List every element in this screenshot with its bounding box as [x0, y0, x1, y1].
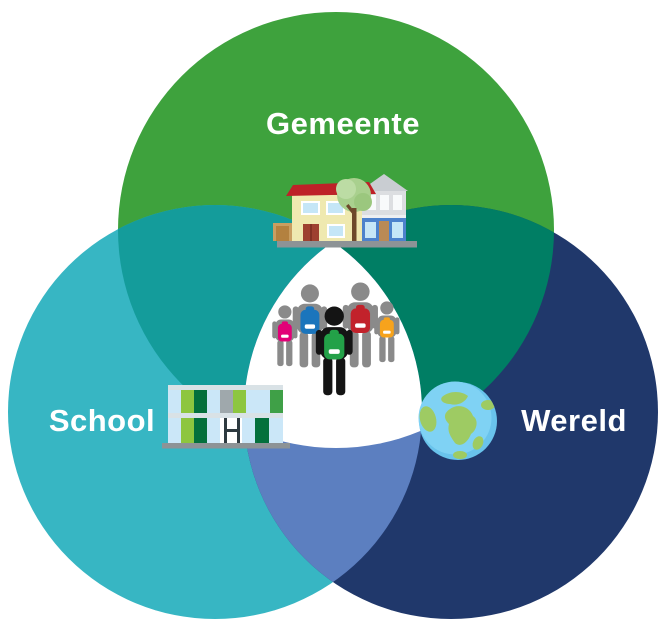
school-panel: [242, 418, 255, 443]
student-leg: [379, 336, 386, 363]
school-roof-strip: [168, 385, 283, 390]
house-window: [301, 201, 320, 215]
sidewalk: [277, 241, 417, 248]
student-leg: [362, 331, 371, 368]
school-panel: [270, 390, 283, 413]
school-panel: [246, 390, 258, 413]
backpack: [277, 323, 292, 342]
tree-branch: [346, 204, 357, 216]
backpack-strip: [304, 324, 316, 329]
backpack-strip: [281, 334, 289, 338]
backpack-strip: [328, 349, 340, 354]
student-head: [300, 284, 319, 303]
student-figure: [374, 301, 400, 363]
house-door-split: [310, 224, 312, 241]
student-leg: [388, 336, 395, 363]
student-leg: [336, 357, 346, 396]
school-panel: [194, 390, 207, 413]
globe-continent-east: [481, 400, 495, 410]
school-panel: [194, 418, 207, 443]
school-panel: [233, 390, 246, 413]
school-divider-strip: [168, 413, 283, 418]
garage-door: [276, 226, 289, 241]
student-leg: [323, 357, 333, 396]
globe-island-south: [453, 451, 467, 459]
school-panel: [168, 418, 181, 443]
student-head: [324, 306, 344, 326]
school-panel: [255, 418, 269, 443]
school-label: School: [49, 403, 155, 438]
shop-window: [393, 195, 402, 210]
shop-awning: [362, 215, 406, 218]
shop-roof: [360, 174, 408, 191]
shop-window: [380, 195, 389, 210]
globe-continent-africa: [444, 406, 477, 445]
backpack: [300, 309, 320, 334]
backpack: [324, 333, 345, 360]
student-head: [380, 301, 394, 315]
globe-island: [472, 436, 484, 450]
student-leg: [299, 332, 309, 368]
school-panel: [220, 390, 233, 413]
shop-display-window: [392, 222, 403, 238]
backpack: [350, 308, 371, 334]
backpack-strip: [355, 323, 366, 328]
school-panel: [181, 390, 194, 413]
globe-continent-europe: [441, 392, 468, 405]
house-street-icon: [273, 174, 417, 248]
school-panel: [258, 390, 270, 413]
school-panel: [207, 390, 220, 413]
student-head: [278, 305, 292, 319]
globe-continent-west: [419, 406, 437, 432]
school-panel: [168, 390, 181, 413]
student-leg: [286, 340, 293, 367]
student-figure: [315, 306, 353, 396]
school-door-frame: [224, 429, 240, 432]
shop-door: [379, 221, 389, 241]
gemeente-label: Gemeente: [266, 106, 420, 141]
house-window: [327, 224, 345, 238]
wereld-label: Wereld: [521, 403, 627, 438]
shop-display-window: [365, 222, 376, 238]
student-figure: [272, 305, 298, 367]
school-panel: [181, 418, 194, 443]
tree-foliage: [336, 179, 356, 199]
school-panel: [269, 418, 283, 443]
school-base: [162, 443, 290, 449]
tree-foliage: [354, 193, 372, 211]
backpack-strip: [383, 330, 391, 334]
globe-icon: [418, 381, 497, 460]
backpack: [379, 319, 394, 338]
school-panel: [207, 418, 220, 443]
student-head: [351, 282, 370, 301]
school-building-icon: [162, 385, 290, 449]
tree-trunk: [352, 208, 357, 241]
student-leg: [277, 340, 284, 367]
students-group-icon: [272, 282, 400, 396]
student-figure: [342, 282, 378, 368]
